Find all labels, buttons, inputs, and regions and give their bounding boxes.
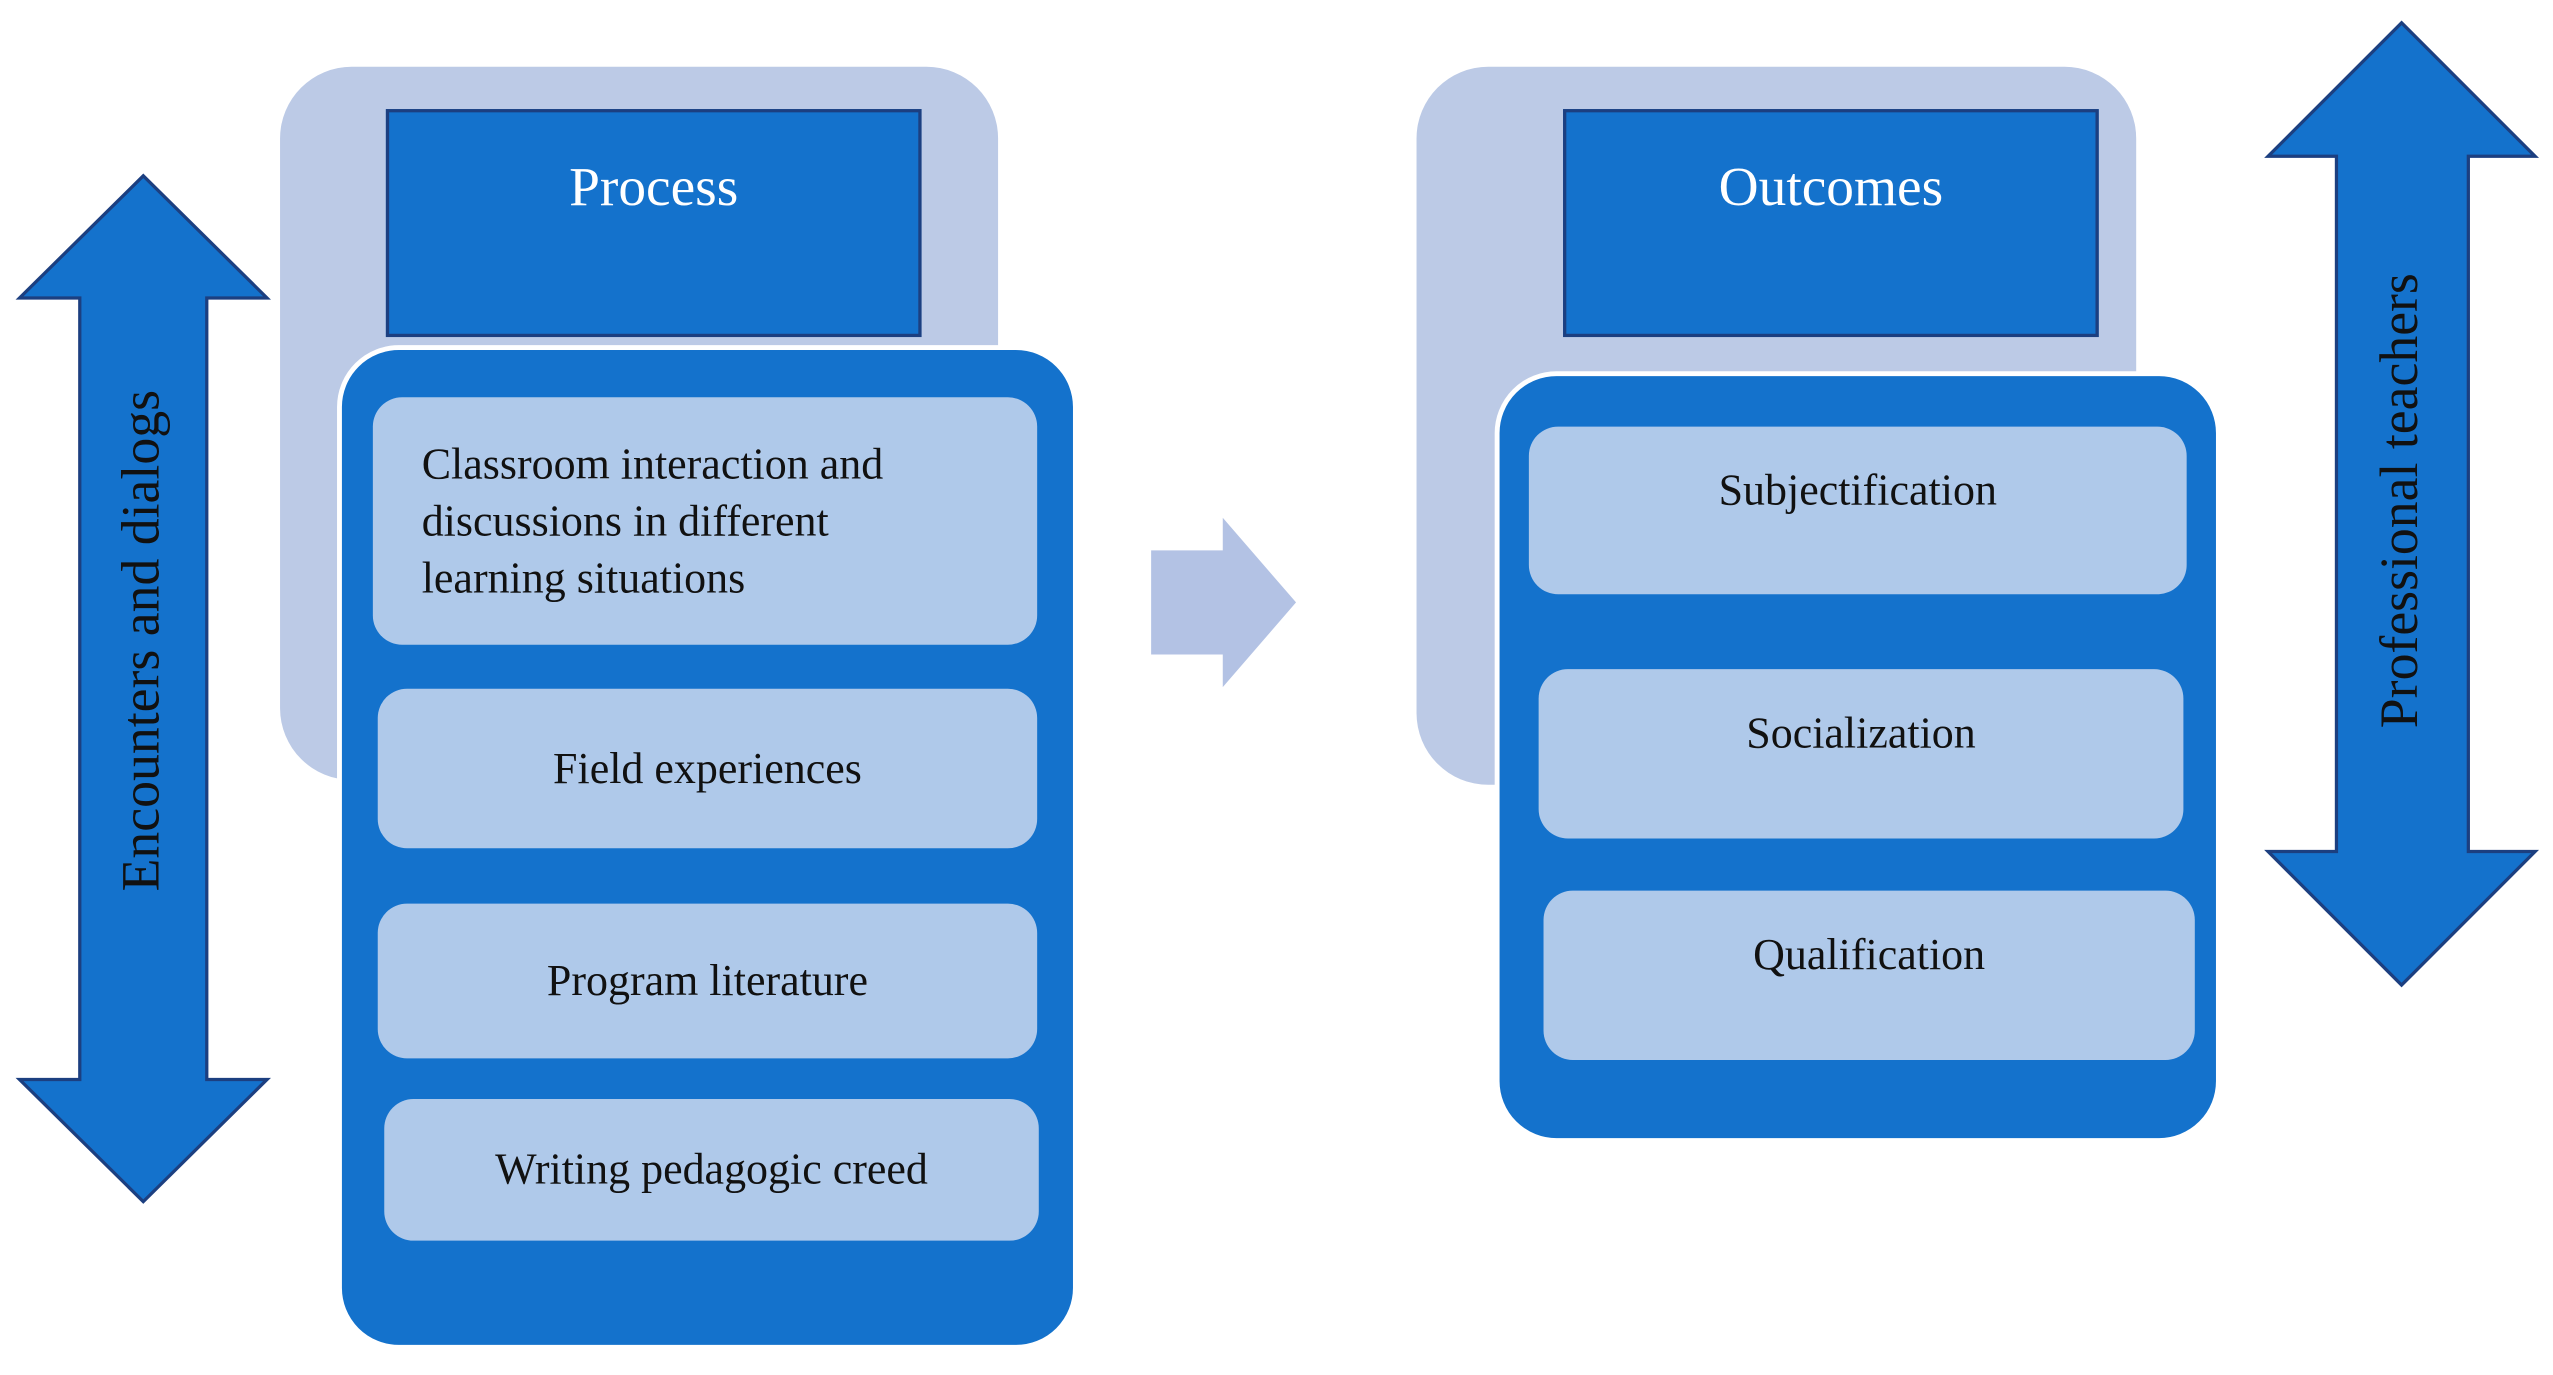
process-header: Process: [385, 109, 922, 338]
process-item-creed: Writing pedagogic creed: [384, 1099, 1039, 1241]
process-item-label: Writing pedagogic creed: [495, 1144, 928, 1194]
process-item-classroom: Classroom interaction and discussions in…: [372, 397, 1038, 645]
process-item-label: Field experiences: [553, 743, 862, 793]
outcome-item-qualification: Qualification: [1543, 890, 2195, 1060]
outcome-item-subjectification: Subjectification: [1528, 426, 2187, 595]
right-side-label: Professional teachers: [2371, 273, 2431, 729]
process-item-label: Classroom interaction and discussions in…: [421, 439, 884, 603]
outcome-item-label: Subjectification: [1718, 465, 1997, 515]
outcome-item-label: Qualification: [1753, 929, 1986, 979]
process-title: Process: [569, 157, 739, 219]
process-item-literature: Program literature: [377, 903, 1038, 1059]
process-item-label: Program literature: [546, 955, 868, 1005]
process-item-field: Field experiences: [377, 688, 1038, 849]
outcomes-title: Outcomes: [1718, 157, 1944, 219]
outcome-item-label: Socialization: [1746, 708, 1976, 758]
outcome-item-socialization: Socialization: [1538, 669, 2184, 839]
outcomes-header: Outcomes: [1563, 109, 2099, 338]
